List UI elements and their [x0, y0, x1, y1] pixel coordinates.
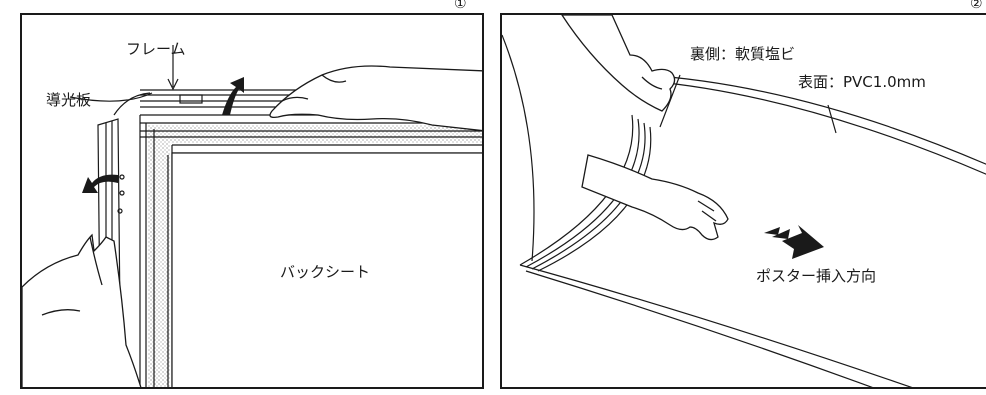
light-guide-label: 導光板: [46, 91, 92, 109]
step-1-panel: フレーム 導光板 バックシート: [20, 13, 484, 389]
frame-opening-illustration: [22, 45, 482, 387]
insert-direction-label: ポスター挿入方向: [756, 267, 877, 285]
step-2-panel: 裏側：軟質塩ビ 表面：PVC1.0mm ポスター挿入方向: [500, 13, 986, 389]
frame-label: フレーム: [126, 40, 186, 58]
front-side-label: 表面：PVC1.0mm: [798, 73, 926, 91]
step-number-1: ①: [454, 0, 467, 12]
poster-insertion-illustration: [502, 15, 986, 387]
step-number-2: ②: [970, 0, 983, 12]
back-sheet-label: バックシート: [280, 263, 371, 281]
back-side-label: 裏側：軟質塩ビ: [690, 45, 796, 63]
